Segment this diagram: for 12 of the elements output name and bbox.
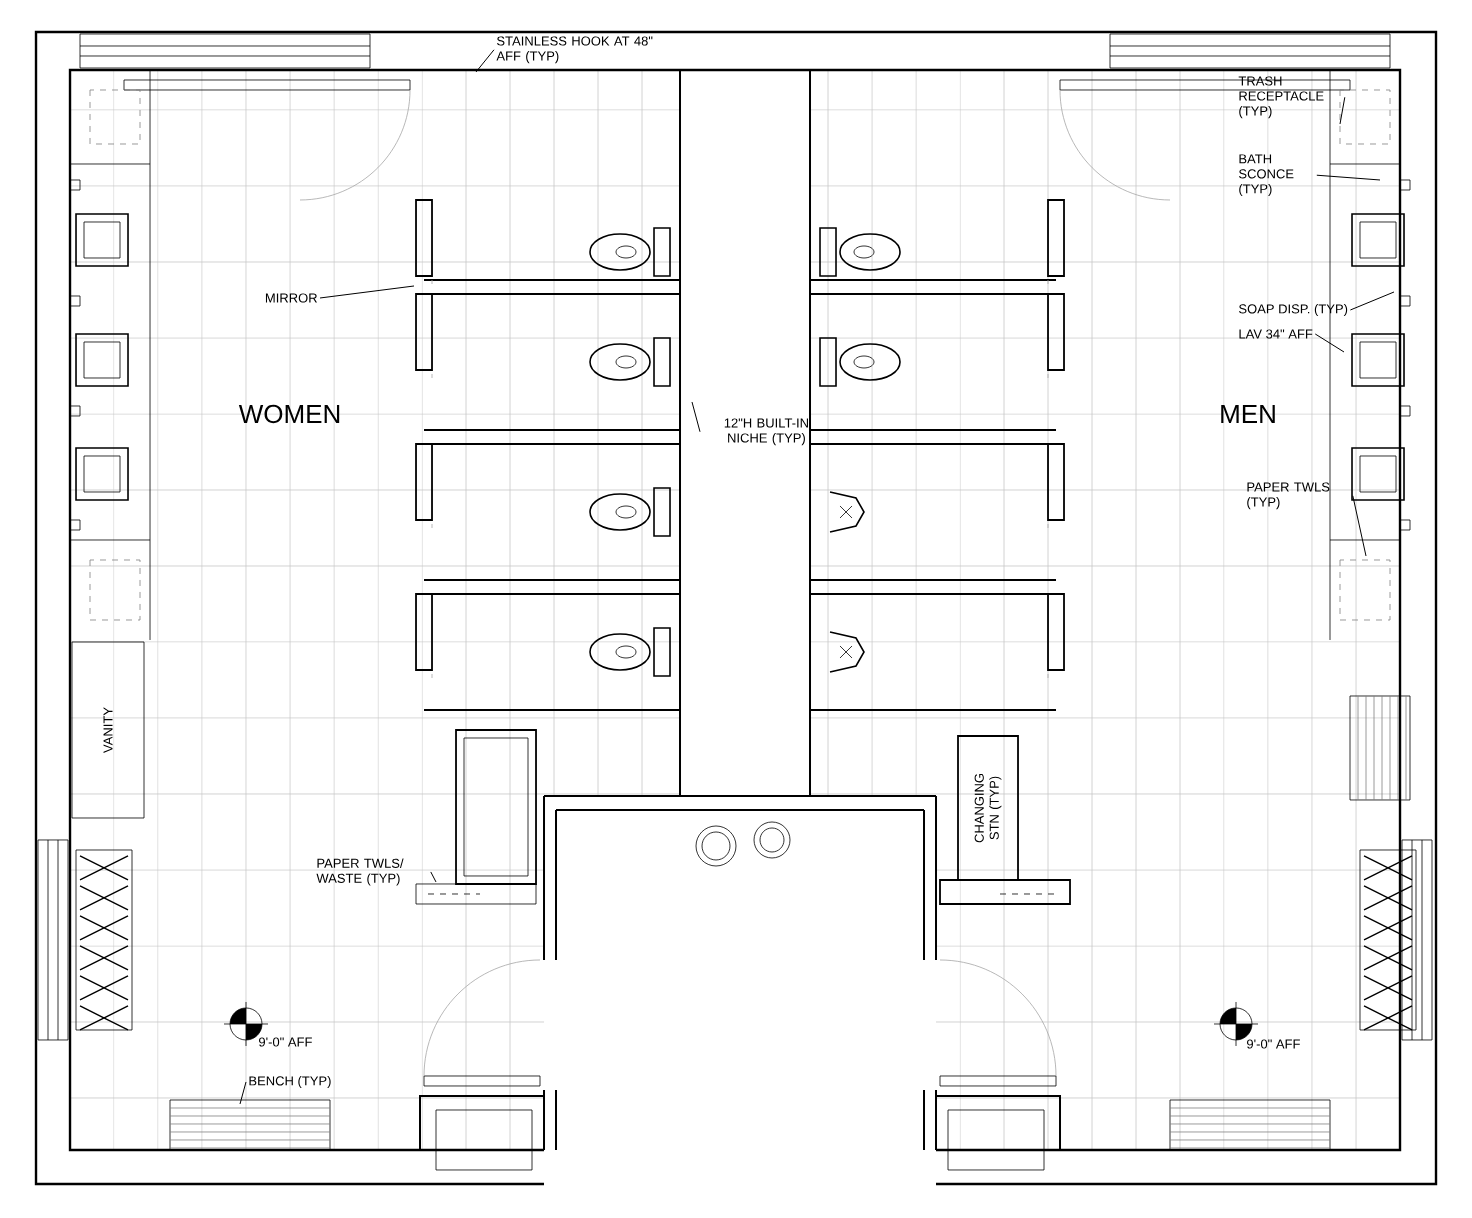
leader-line [239,1081,247,1105]
leader-line [475,49,495,73]
leader-line [1314,333,1345,353]
room-label: WOMEN [238,404,340,424]
leader-line [319,285,415,299]
leader-line [1352,495,1367,557]
leader-line [1339,96,1346,125]
leader-line [430,871,437,883]
leader-line [1316,174,1381,181]
room-label: MEN [1221,405,1275,423]
leader-line [1349,291,1395,311]
leader-line [691,401,701,433]
